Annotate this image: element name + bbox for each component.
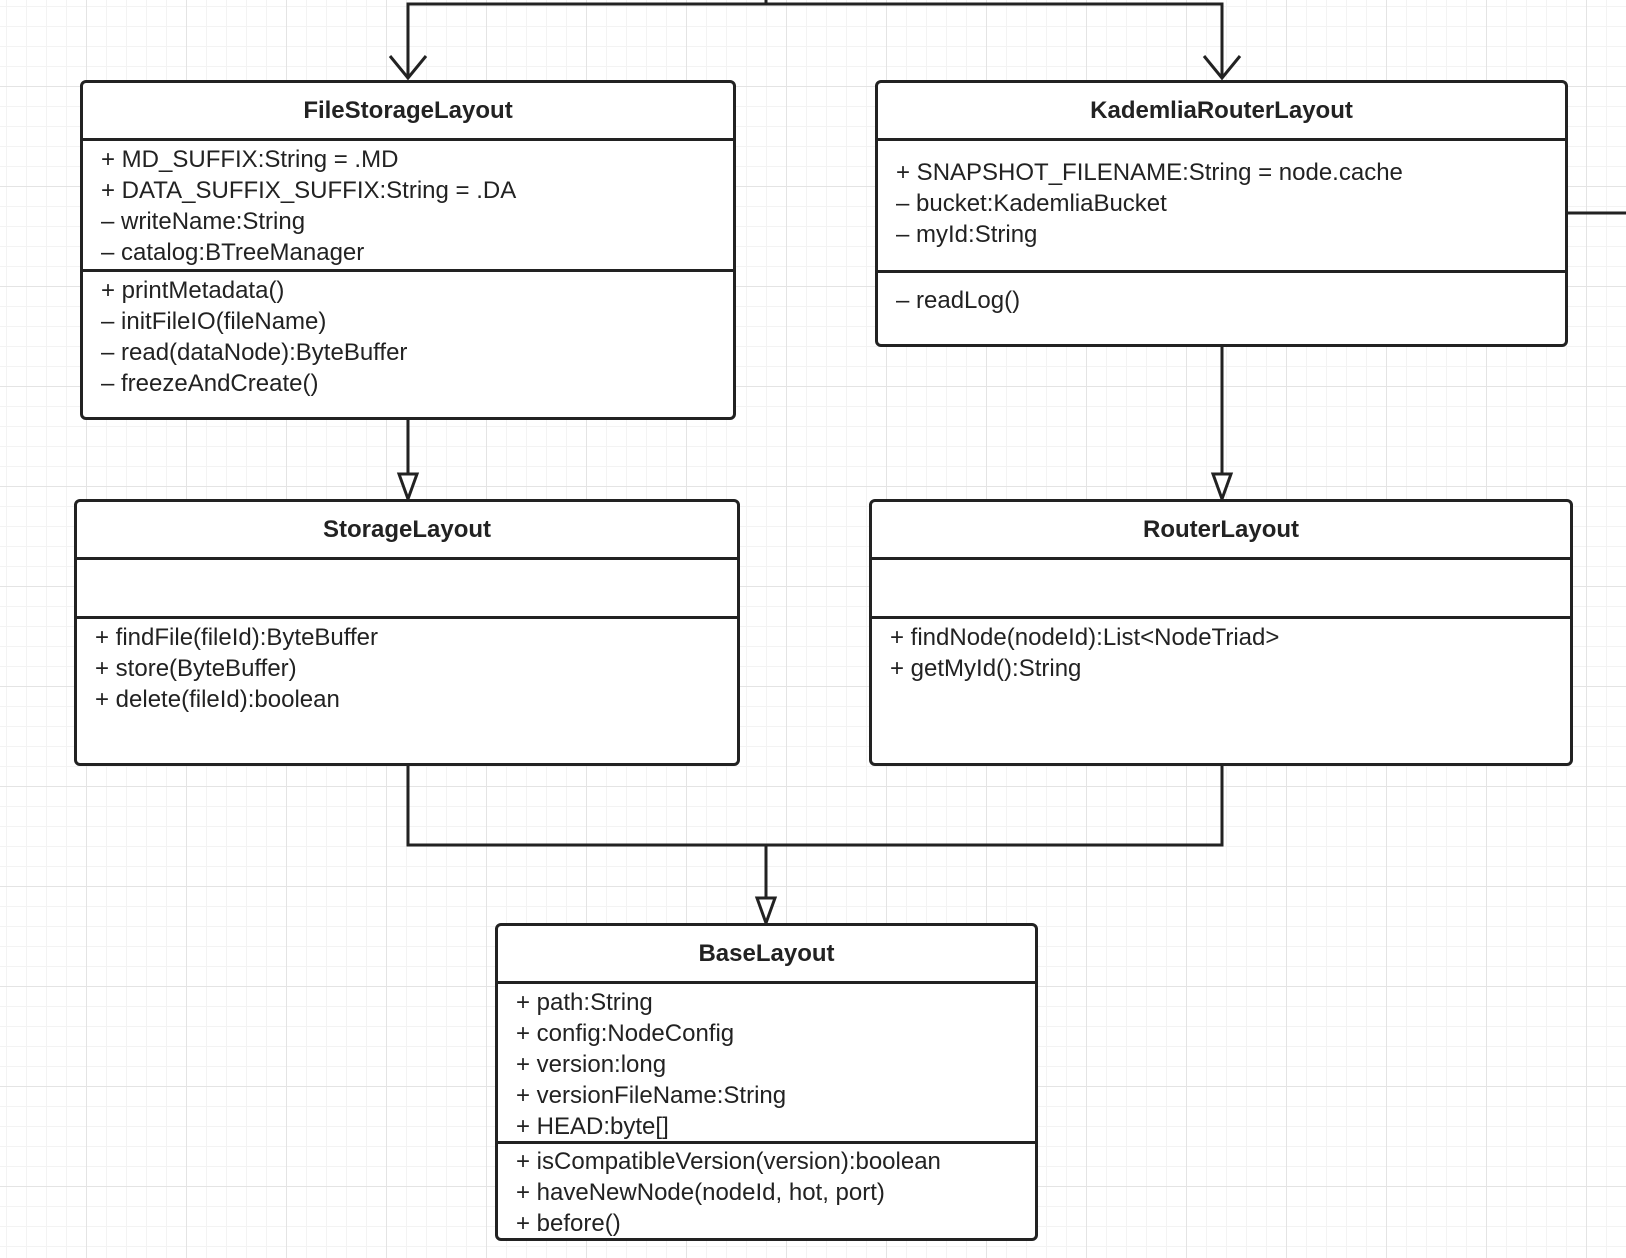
attribute: + SNAPSHOT_FILENAME:String = node.cache (896, 159, 1403, 186)
class-storage-layout[interactable]: StorageLayout + findFile(fileId):ByteBuf… (74, 499, 740, 766)
method: – readLog() (896, 287, 1021, 314)
method: – read(dataNode):ByteBuffer (101, 339, 408, 366)
attribute: – bucket:KademliaBucket (896, 190, 1167, 217)
class-title: KademliaRouterLayout (878, 83, 1565, 141)
attribute: – myId:String (896, 221, 1038, 248)
attributes-section: + MD_SUFFIX:String = .MD + DATA_SUFFIX_S… (83, 141, 733, 272)
method: + store(ByteBuffer) (95, 655, 297, 682)
attribute: + versionFileName:String (516, 1082, 787, 1109)
class-kademlia-router-layout[interactable]: KademliaRouterLayout + SNAPSHOT_FILENAME… (875, 80, 1568, 347)
class-title: StorageLayout (77, 502, 737, 560)
class-title: BaseLayout (498, 926, 1035, 984)
attribute: + version:long (516, 1051, 667, 1078)
arrow-head-file-storage (388, 55, 428, 81)
attribute: – catalog:BTreeManager (101, 239, 365, 266)
triangle-head-storage (396, 472, 420, 504)
triangle-head-router (1210, 472, 1234, 504)
edge-merge-to-base (406, 766, 1224, 898)
attribute: + MD_SUFFIX:String = .MD (101, 146, 399, 173)
class-title: RouterLayout (872, 502, 1570, 560)
top-branch-line (406, 0, 1224, 78)
attributes-section: + SNAPSHOT_FILENAME:String = node.cache … (878, 141, 1565, 273)
method: + getMyId():String (890, 655, 1082, 682)
attribute: + path:String (516, 989, 653, 1016)
method: – freezeAndCreate() (101, 370, 319, 397)
class-router-layout[interactable]: RouterLayout + findNode(nodeId):List<Nod… (869, 499, 1573, 766)
method: + findFile(fileId):ByteBuffer (95, 624, 379, 651)
method: + findNode(nodeId):List<NodeTriad> (890, 624, 1280, 651)
attribute: + config:NodeConfig (516, 1020, 735, 1047)
triangle-head-base (754, 896, 778, 928)
class-file-storage-layout[interactable]: FileStorageLayout + MD_SUFFIX:String = .… (80, 80, 736, 420)
method: + printMetadata() (101, 277, 285, 304)
method: + delete(fileId):boolean (95, 686, 340, 713)
attributes-section: + path:String + config:NodeConfig + vers… (498, 984, 1035, 1144)
methods-section: + findFile(fileId):ByteBuffer + store(By… (77, 619, 737, 763)
methods-section: + isCompatibleVersion(version):boolean +… (498, 1144, 1035, 1238)
methods-section: – readLog() (878, 273, 1565, 344)
attribute: – writeName:String (101, 208, 306, 235)
method: – initFileIO(fileName) (101, 308, 327, 335)
attributes-section (77, 560, 737, 619)
method: + isCompatibleVersion(version):boolean (516, 1148, 941, 1175)
method: + before() (516, 1210, 621, 1237)
attribute: + HEAD:byte[] (516, 1113, 669, 1140)
methods-section: + printMetadata() – initFileIO(fileName)… (83, 272, 733, 417)
class-title: FileStorageLayout (83, 83, 733, 141)
attributes-section (872, 560, 1570, 619)
class-base-layout[interactable]: BaseLayout + path:String + config:NodeCo… (495, 923, 1038, 1241)
attribute: + DATA_SUFFIX_SUFFIX:String = .DA (101, 177, 517, 204)
methods-section: + findNode(nodeId):List<NodeTriad> + get… (872, 619, 1570, 763)
arrow-head-kademlia (1202, 55, 1242, 81)
method: + haveNewNode(nodeId, hot, port) (516, 1179, 885, 1206)
